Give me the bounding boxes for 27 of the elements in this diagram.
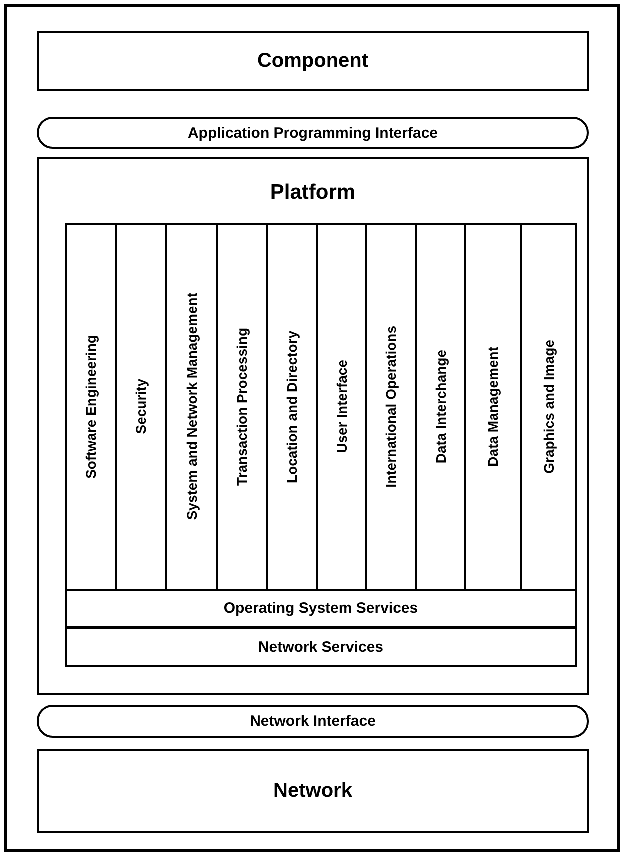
box-label: Application Programming Interface	[188, 124, 438, 142]
service-column	[65, 223, 117, 591]
service-layer-box	[65, 589, 577, 628]
layer-box	[37, 749, 589, 833]
box-label: Network Services	[258, 638, 384, 656]
layer-box	[37, 31, 589, 91]
column-label: Data Management	[485, 347, 501, 467]
box-label: Component	[257, 50, 369, 72]
box-label: Network Interface	[250, 713, 376, 730]
interface-band	[37, 705, 589, 738]
column-label: Software Engineering	[83, 335, 99, 479]
column-label: Location and Directory	[284, 330, 300, 484]
box-label: Operating System Services	[224, 600, 418, 617]
column-label: Graphics and Image	[540, 340, 556, 474]
service-column	[520, 223, 577, 591]
column-label: User Interface	[334, 360, 350, 454]
platform-title: Platform	[270, 181, 356, 205]
column-label: Security	[133, 379, 149, 435]
interface-band	[37, 117, 589, 149]
box-label: Network	[274, 780, 352, 802]
column-label: Transaction Processing	[234, 328, 250, 486]
column-label: International Operations	[383, 326, 399, 488]
platform-box	[37, 157, 589, 695]
column-label: Data Interchange	[432, 350, 448, 464]
outer-frame	[4, 4, 620, 852]
service-layer-box	[65, 627, 577, 667]
column-label: System and Network Management	[184, 293, 200, 521]
